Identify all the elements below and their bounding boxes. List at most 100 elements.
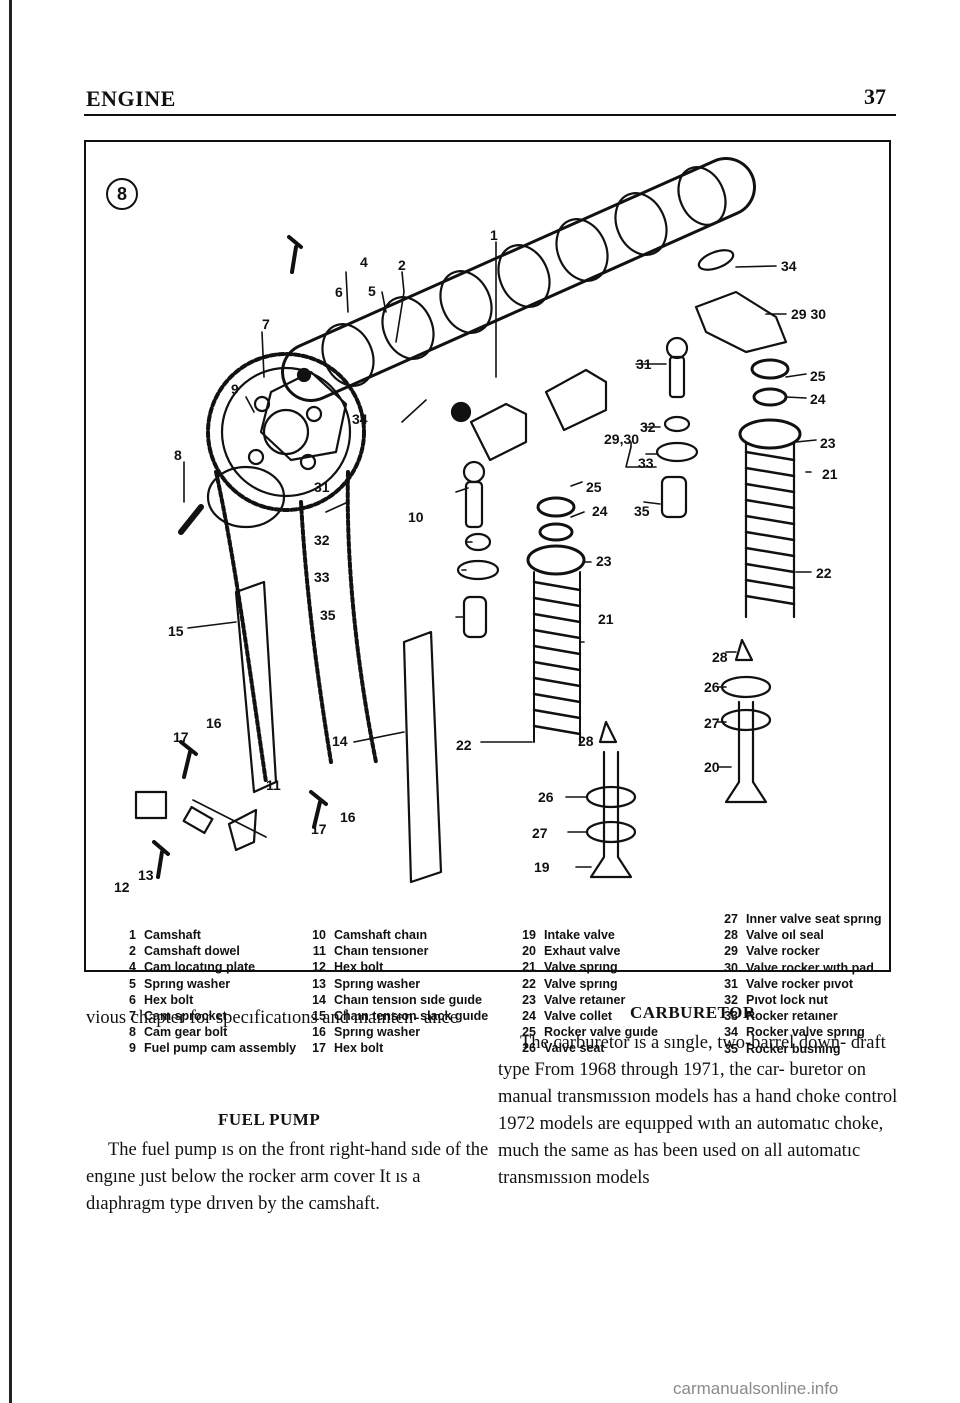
callout-4: 4 (360, 254, 368, 270)
callout-21-right: 21 (822, 466, 838, 482)
legend-number: 2 (129, 944, 136, 959)
legend-label: Valve seat (544, 1041, 605, 1056)
legend-number: 26 (522, 1041, 536, 1056)
callout-28-center: 28 (578, 733, 594, 749)
watermark: carmanualsonline.info (673, 1379, 839, 1398)
legend-number: 35 (724, 1041, 738, 1056)
callout-25-right: 25 (810, 368, 826, 384)
callout-23-right: 23 (820, 435, 836, 451)
callout-16-left: 16 (206, 715, 222, 731)
legend-label: Exhaut valve (544, 944, 621, 959)
legend-label: Valve collet (544, 1009, 613, 1024)
legend-label: Cam sprocket (144, 1009, 227, 1024)
legend-item: 24 Valve collet (514, 1008, 658, 1024)
callout-10: 10 (408, 509, 424, 525)
callout-21-center: 21 (598, 611, 614, 627)
legend-item: 28 Valve oıl seal (716, 927, 881, 943)
legend-number: 20 (522, 944, 536, 959)
callout-22-center: 22 (456, 737, 472, 753)
legend-number: 33 (724, 1009, 738, 1024)
timing-chain-drawing (214, 470, 378, 784)
legend-number: 6 (129, 992, 136, 1007)
callout-31-center: 31 (314, 479, 330, 495)
legend-label: Rocker valve sprıng (746, 1025, 865, 1040)
legend-number: 4 (129, 960, 136, 975)
legend-label: Inner valve seat sprıng (746, 912, 882, 926)
legend-number: 21 (522, 960, 536, 975)
callout-25-center: 25 (586, 479, 602, 495)
callout-7: 7 (262, 316, 270, 332)
legend-number: 34 (724, 1025, 738, 1040)
legend-item: 10 Camshaft chaın (304, 927, 488, 943)
callout-29-30-right: 29 30 (791, 306, 826, 322)
legend-label: Camshaft chaın (334, 928, 428, 942)
legend-item: 33 Rocker retaıner (716, 1008, 881, 1024)
legend-label: Valve retaıner (544, 992, 626, 1007)
legend-label: Rocker retaıner (746, 1009, 838, 1024)
legend-label: Camshaft (144, 928, 201, 942)
legend-column-4: 27 Inner valve seat sprıng 28 Valve oıl se… (716, 911, 881, 1057)
legend-label: Valve rocker pıvot (746, 976, 854, 991)
callout-1: 1 (490, 227, 498, 243)
callout-13: 13 (138, 867, 154, 883)
callout-20: 20 (704, 759, 720, 775)
legend-label: Chaın tensıon slack guıde (334, 1009, 489, 1024)
exhaust-valve-assembly-drawing (655, 249, 802, 804)
callout-35-right: 35 (634, 503, 650, 519)
legend-item: 9 Fuel pump cam assembly (114, 1040, 296, 1056)
callout-17-right: 17 (311, 821, 327, 837)
intake-valve-assembly-drawing (450, 368, 637, 879)
legend-item: 8 Cam gear bolt (114, 1024, 296, 1040)
callout-24-right: 24 (810, 391, 826, 407)
legend-number: 16 (312, 1025, 326, 1040)
legend-number: 27 (724, 912, 738, 926)
cam-sprocket-drawing (206, 352, 366, 512)
legend-label: Rocker valve guıde (544, 1025, 658, 1040)
legend-label: Fuel pump cam assembly (144, 1041, 297, 1056)
legend-number: 23 (522, 992, 536, 1007)
legend-label: Sprıng washer (144, 976, 231, 991)
legend-number: 8 (129, 1025, 136, 1040)
legend-number: 11 (312, 944, 326, 959)
callout-19: 19 (534, 859, 550, 875)
fuel-pump-cam-drawing (206, 465, 286, 529)
page-number: 37 (864, 84, 886, 109)
callout-22-right: 22 (816, 565, 832, 581)
legend-label: Hex bolt (334, 1041, 384, 1056)
legend-number: 12 (312, 960, 326, 975)
callout-27-center: 27 (532, 825, 548, 841)
callout-5: 5 (368, 283, 376, 299)
callout-33-right: 33 (638, 455, 654, 471)
legend-label: Valve sprıng (544, 976, 618, 991)
callout-16-right: 16 (340, 809, 356, 825)
callout-6: 6 (335, 284, 343, 300)
legend-number: 28 (724, 928, 738, 943)
legend-label: Cam gear bolt (144, 1025, 228, 1040)
legend-item: 26 Valve seat (514, 1040, 658, 1056)
legend-label: Valve oıl seal (746, 928, 824, 943)
binding-edge-line (9, 0, 12, 1403)
callout-14: 14 (332, 733, 348, 749)
callout-27-right: 27 (704, 715, 720, 731)
callout-26-right: 26 (704, 679, 720, 695)
legend-number: 30 (724, 960, 738, 975)
legend-number: 9 (129, 1041, 136, 1056)
legend-number: 24 (522, 1009, 536, 1024)
legend-label: Valve sprıng (544, 960, 618, 975)
legend-number: 10 (312, 928, 326, 942)
